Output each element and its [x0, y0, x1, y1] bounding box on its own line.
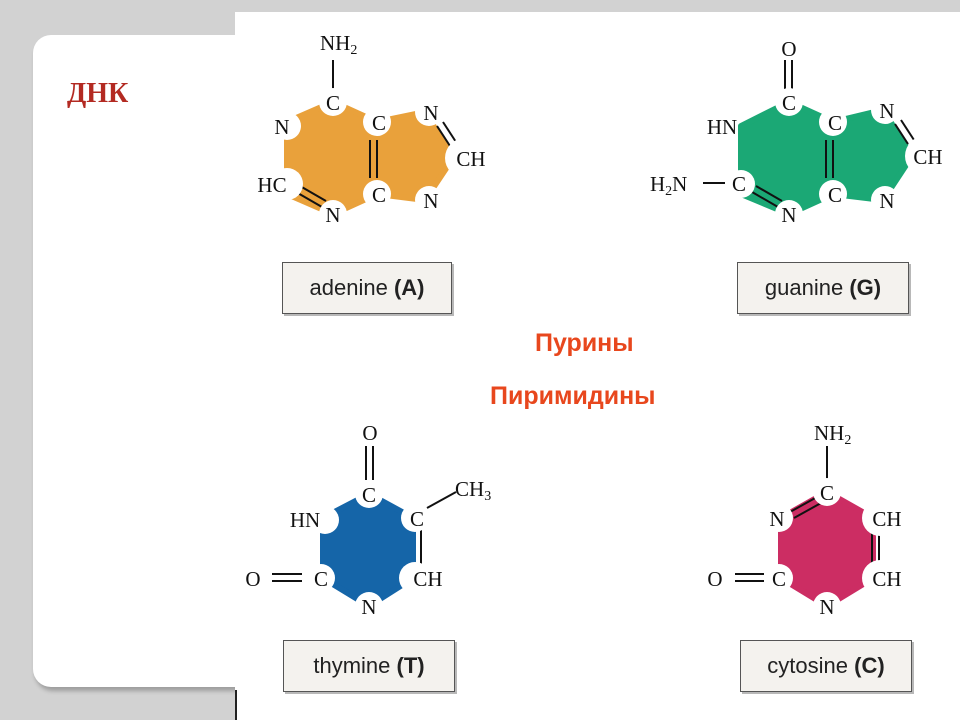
- adenine-atom-ch8: CH: [456, 147, 485, 171]
- guanine-atom-c6: C: [782, 91, 796, 115]
- adenine-atom-c2: C: [326, 91, 340, 115]
- cytosine-atom-n3: N: [769, 507, 784, 531]
- thymine-atom-ch3: CH3: [455, 477, 491, 504]
- guanine-atom-n9: N: [879, 189, 894, 213]
- thymine-atom-hn: HN: [290, 508, 320, 532]
- thymine-atom-c4: C: [362, 483, 376, 507]
- adenine-atom-c4: C: [372, 183, 386, 207]
- panel-edge-line: [235, 690, 237, 720]
- adenine-atom-nh2: NH2: [320, 31, 357, 58]
- thymine-atom-c5: C: [410, 507, 424, 531]
- cytosine-atom-n1: N: [819, 595, 834, 619]
- adenine-code: (A): [393, 275, 425, 300]
- thymine-name: thymine: [313, 653, 391, 678]
- pyrimidines-label: Пиримидины: [490, 382, 656, 410]
- cytosine-atom-ch5: CH: [872, 507, 901, 531]
- guanine-atom-o: O: [781, 37, 796, 61]
- guanine-label-box: guanine (G): [737, 262, 909, 314]
- adenine-atom-n3: N: [325, 203, 340, 227]
- adenine-atom-n1: N: [274, 115, 289, 139]
- adenine-name: adenine: [309, 275, 388, 300]
- thymine-atom-o-left: O: [245, 567, 260, 591]
- purines-label: Пурины: [535, 329, 634, 357]
- cytosine-atom-c2: C: [772, 567, 786, 591]
- guanine-name: guanine: [764, 275, 844, 300]
- thymine-atom-n1: N: [361, 595, 376, 619]
- thymine-code: (T): [396, 653, 425, 678]
- adenine-atom-c5: C: [372, 111, 386, 135]
- thymine-atom-o-top: O: [362, 421, 377, 445]
- cytosine-atom-o-left: O: [707, 567, 722, 591]
- cytosine-atom-c4: C: [820, 481, 834, 505]
- guanine-atom-n7: N: [879, 99, 894, 123]
- guanine-atom-h2n: H2N: [650, 172, 687, 199]
- guanine-atom-c5: C: [828, 111, 842, 135]
- adenine-atom-n7: N: [423, 101, 438, 125]
- cytosine-name: cytosine: [767, 653, 849, 678]
- thymine-atom-ch6: CH: [413, 567, 442, 591]
- cytosine-atom-ch6: CH: [872, 567, 901, 591]
- guanine-atom-ch8: CH: [913, 145, 942, 169]
- slide-title: ДНК: [67, 78, 129, 109]
- cytosine-code: (C): [854, 653, 885, 678]
- guanine-atom-c2: C: [732, 172, 746, 196]
- cytosine-label-box: cytosine (C): [740, 640, 912, 692]
- adenine-label-box: adenine (A): [282, 262, 452, 314]
- guanine-atom-n3: N: [781, 203, 796, 227]
- cytosine-atom-nh2: NH2: [814, 421, 851, 448]
- guanine-atom-c4: C: [828, 183, 842, 207]
- adenine-atom-hc: HC: [257, 173, 286, 197]
- thymine-label-box: thymine (T): [283, 640, 455, 692]
- adenine-atom-n9: N: [423, 189, 438, 213]
- guanine-code: (G): [849, 275, 882, 300]
- guanine-atom-hn: HN: [707, 115, 737, 139]
- thymine-atom-c2: C: [314, 567, 328, 591]
